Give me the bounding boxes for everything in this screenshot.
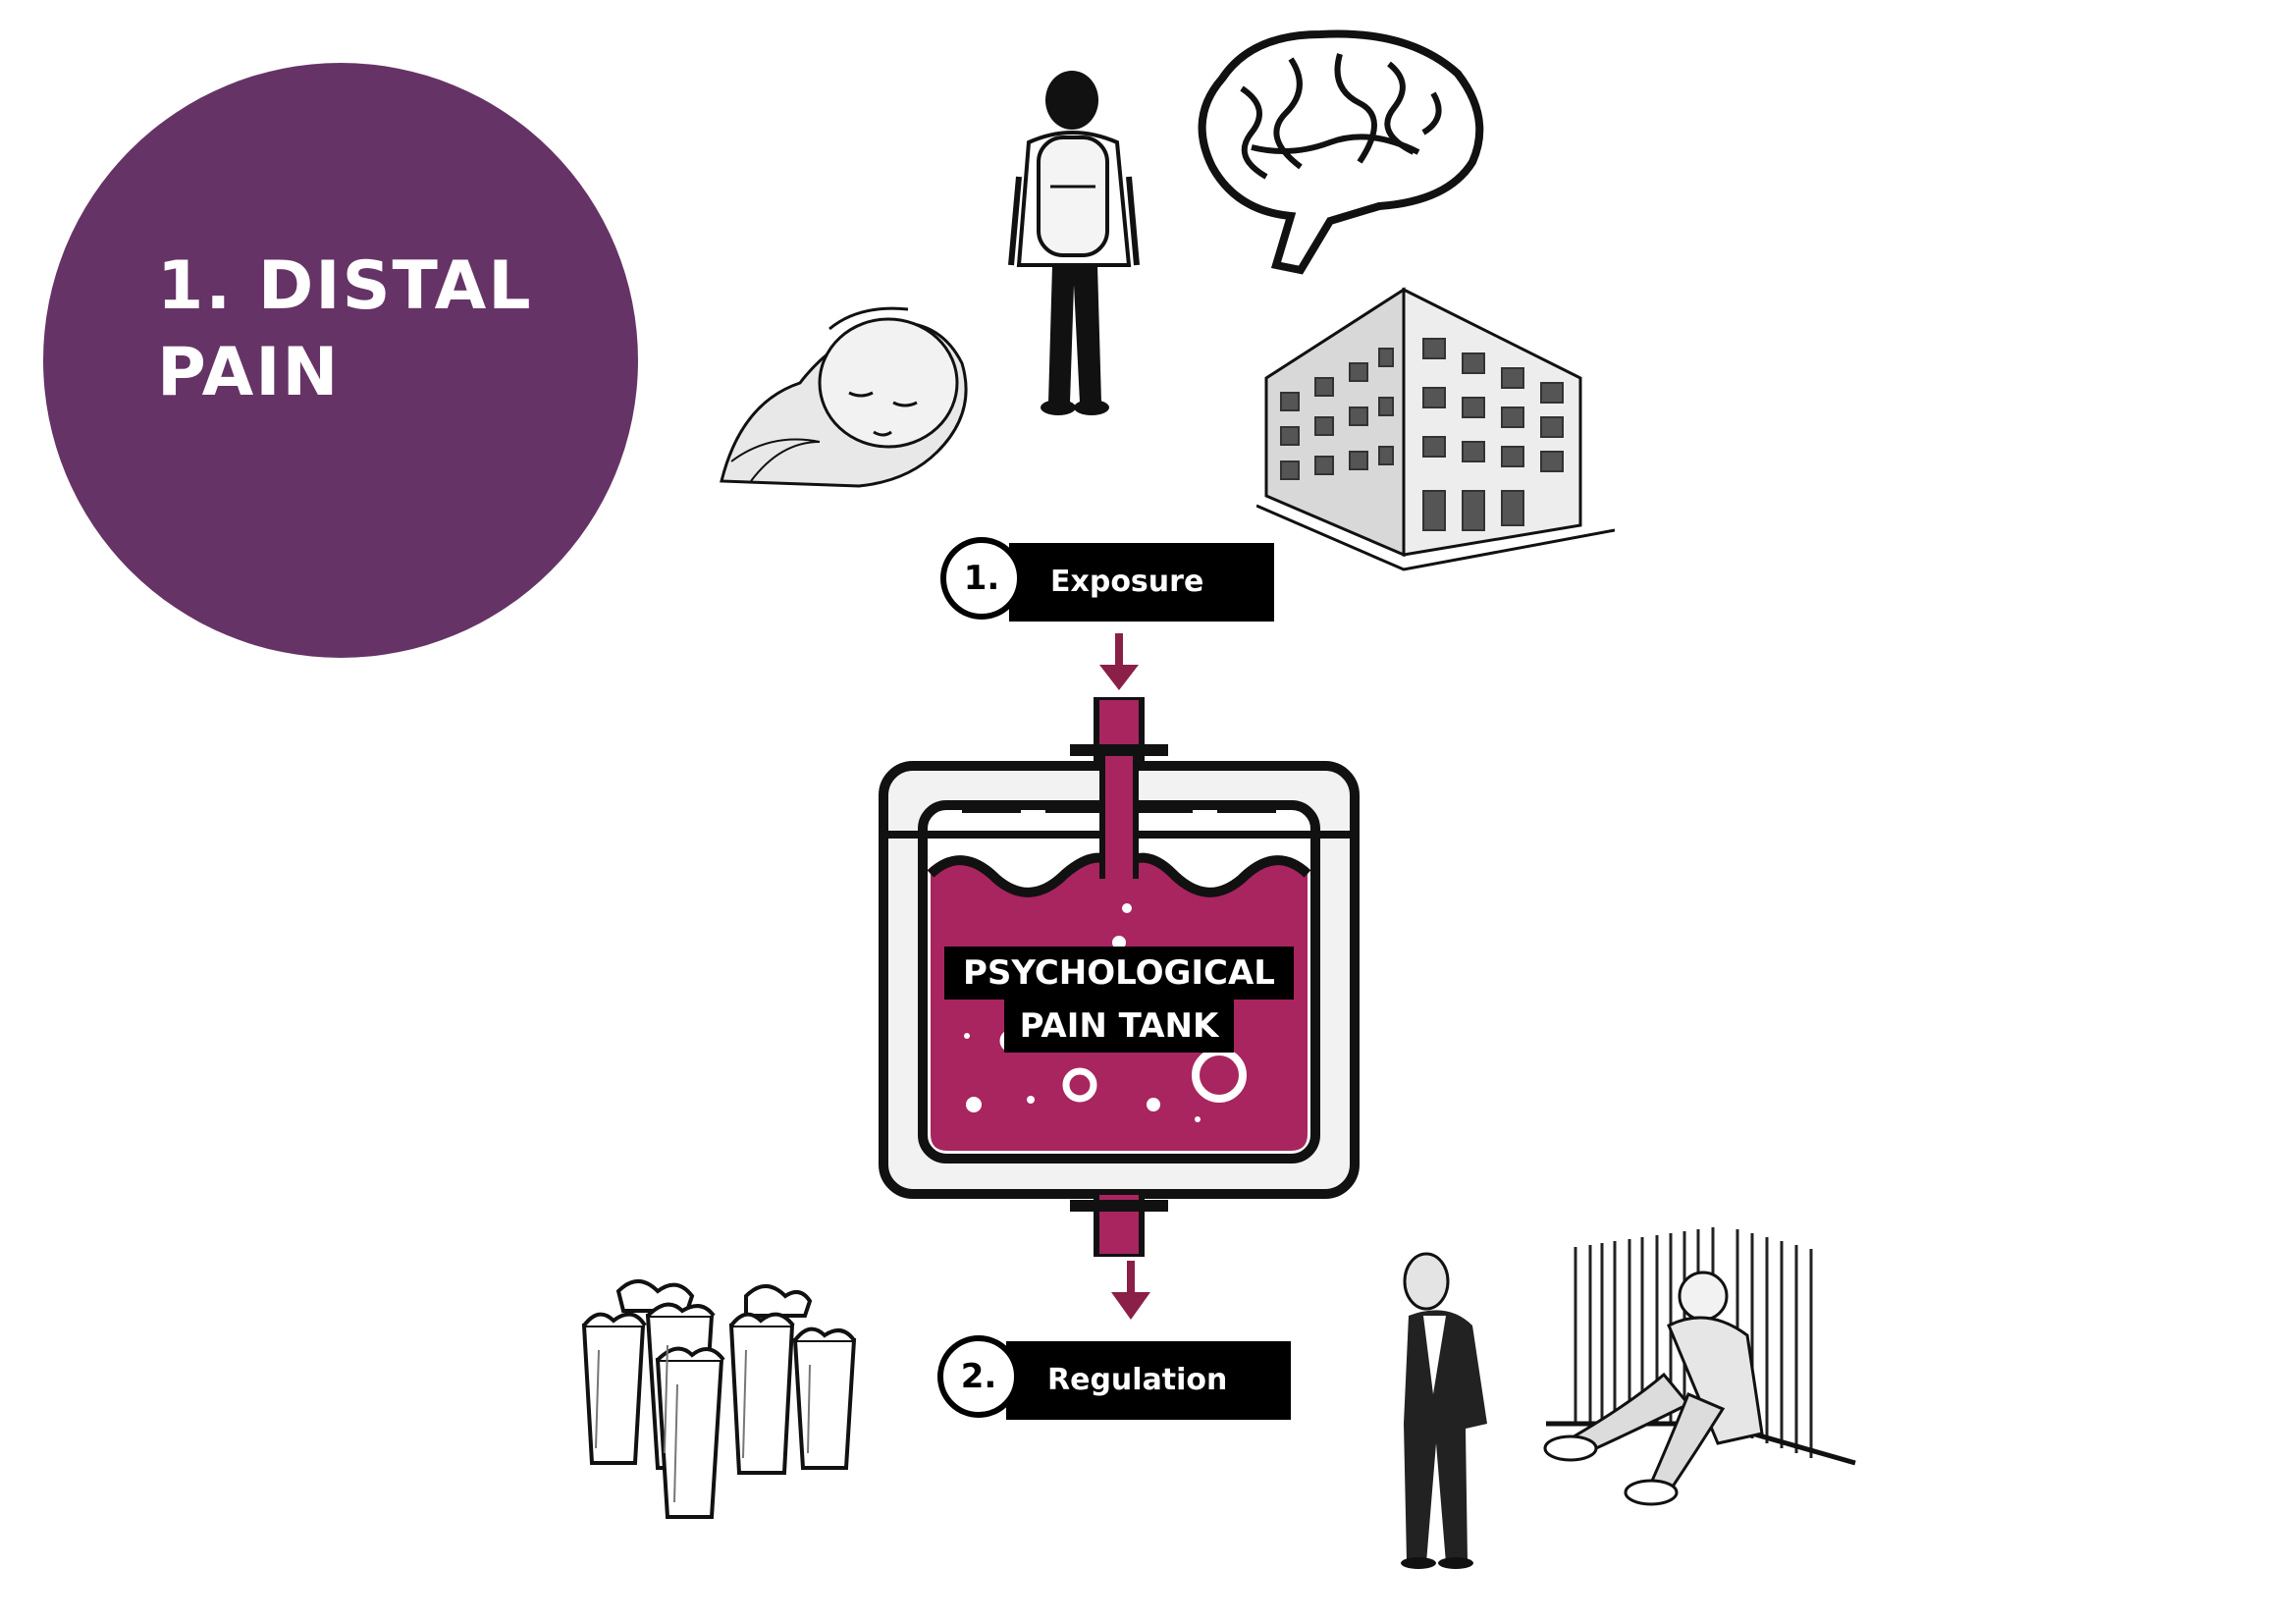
sleeping-baby-icon bbox=[712, 285, 977, 491]
sad-elderly-man-icon bbox=[1401, 1252, 1487, 1569]
person-sitting-in-corner-icon bbox=[1543, 1227, 1856, 1506]
child-with-backpack-icon bbox=[1008, 71, 1140, 415]
tank-label: PSYCHOLOGICAL PAIN TANK bbox=[942, 947, 1296, 1053]
title-line-1: 1. DISTAL bbox=[157, 247, 533, 325]
arrow-down-icon bbox=[1099, 633, 1139, 690]
title-circle bbox=[43, 63, 638, 658]
beer-glasses-icon bbox=[581, 1279, 857, 1519]
tank-label-line-1: PSYCHOLOGICAL bbox=[944, 947, 1294, 1000]
step-regulation-number: 2. bbox=[937, 1335, 1020, 1418]
step-exposure-label: Exposure bbox=[1009, 543, 1274, 622]
title-line-2: PAIN bbox=[157, 334, 341, 411]
brain-icon bbox=[1198, 29, 1484, 275]
page-title: 1. DISTAL PAIN bbox=[157, 244, 569, 416]
tank-label-line-2: PAIN TANK bbox=[1004, 1000, 1234, 1053]
arrow-down-icon bbox=[1111, 1261, 1150, 1320]
step-exposure: Exposure 1. bbox=[940, 537, 1274, 622]
step-exposure-number: 1. bbox=[940, 537, 1023, 620]
step-regulation: Regulation 2. bbox=[937, 1335, 1291, 1420]
step-regulation-label: Regulation bbox=[1006, 1341, 1291, 1420]
apartment-building-icon bbox=[1256, 287, 1615, 571]
